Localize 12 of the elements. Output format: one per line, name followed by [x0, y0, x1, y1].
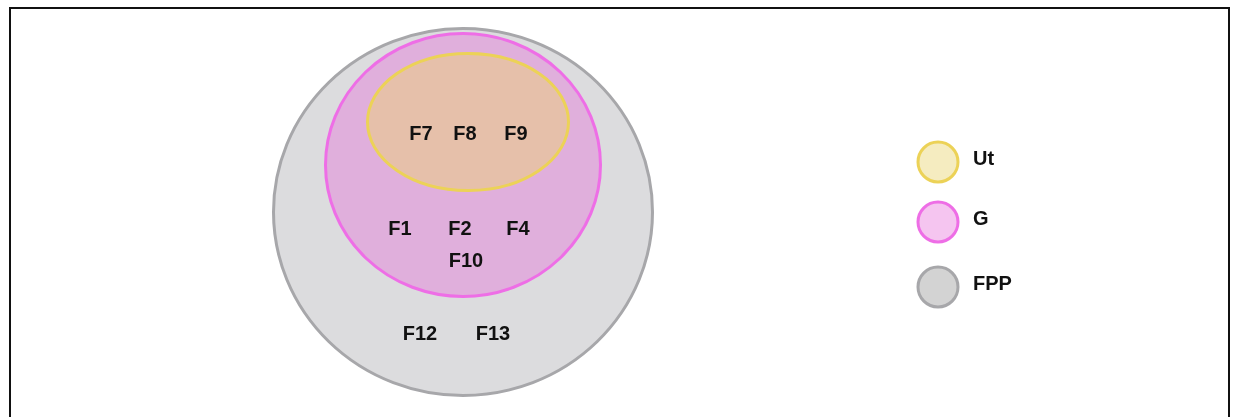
set-member-label: F9: [504, 123, 528, 143]
set-member-label: F1: [388, 218, 412, 238]
set-member-label: F2: [448, 218, 472, 238]
set-member-label: F7: [409, 123, 433, 143]
legend-label: FPP: [973, 273, 1012, 293]
set-member-label: F12: [402, 323, 438, 343]
legend-label: Ut: [973, 148, 995, 168]
set-member-label: F13: [475, 323, 511, 343]
legend-label: G: [973, 208, 989, 228]
set-member-label: F4: [506, 218, 530, 238]
set-member-label: F10: [448, 250, 484, 270]
set-member-label: F8: [453, 123, 477, 143]
